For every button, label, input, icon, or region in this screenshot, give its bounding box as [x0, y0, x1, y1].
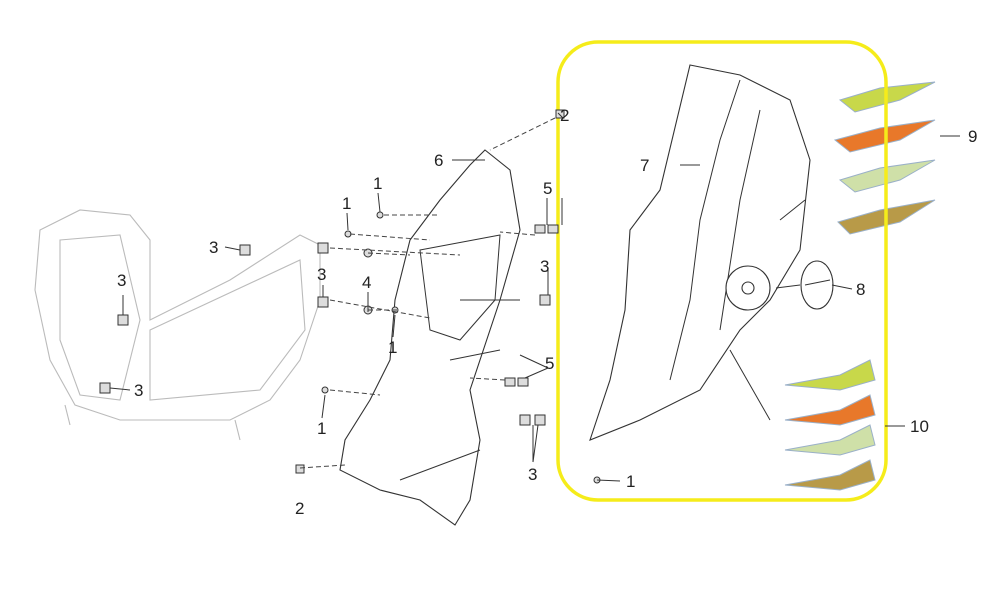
callout-5: 5	[545, 354, 554, 373]
side-cover-part-7	[589, 64, 811, 441]
callout-1: 1	[626, 472, 635, 491]
callout-3: 3	[117, 271, 126, 290]
callout-1: 1	[373, 174, 382, 193]
callouts: 2 2 6 1 1 1 1 1 5 5 3 3 3 3 3 3 4 7 8 9 …	[117, 106, 977, 518]
fasteners	[99, 109, 601, 484]
callout-3: 3	[540, 257, 549, 276]
callout-5: 5	[543, 179, 552, 198]
inner-panel-part-6	[339, 149, 521, 526]
leader-lines	[109, 112, 960, 482]
highlight-frame	[556, 40, 888, 502]
callout-10: 10	[910, 417, 929, 436]
callout-1: 1	[342, 194, 351, 213]
callout-9: 9	[968, 127, 977, 146]
callout-1: 1	[317, 419, 326, 438]
callout-8: 8	[856, 280, 865, 299]
callout-2: 2	[295, 499, 304, 518]
cap-part-8	[800, 260, 834, 310]
callout-7: 7	[640, 156, 649, 175]
callout-3: 3	[528, 465, 537, 484]
callout-6: 6	[434, 151, 443, 170]
callout-1: 1	[388, 338, 397, 357]
callout-3: 3	[317, 265, 326, 284]
callout-4: 4	[362, 273, 371, 292]
callout-3: 3	[134, 381, 143, 400]
callout-2: 2	[560, 106, 569, 125]
headlight-assembly-ghost	[34, 209, 321, 441]
callout-3: 3	[209, 238, 218, 257]
decal-set-10	[784, 359, 876, 491]
